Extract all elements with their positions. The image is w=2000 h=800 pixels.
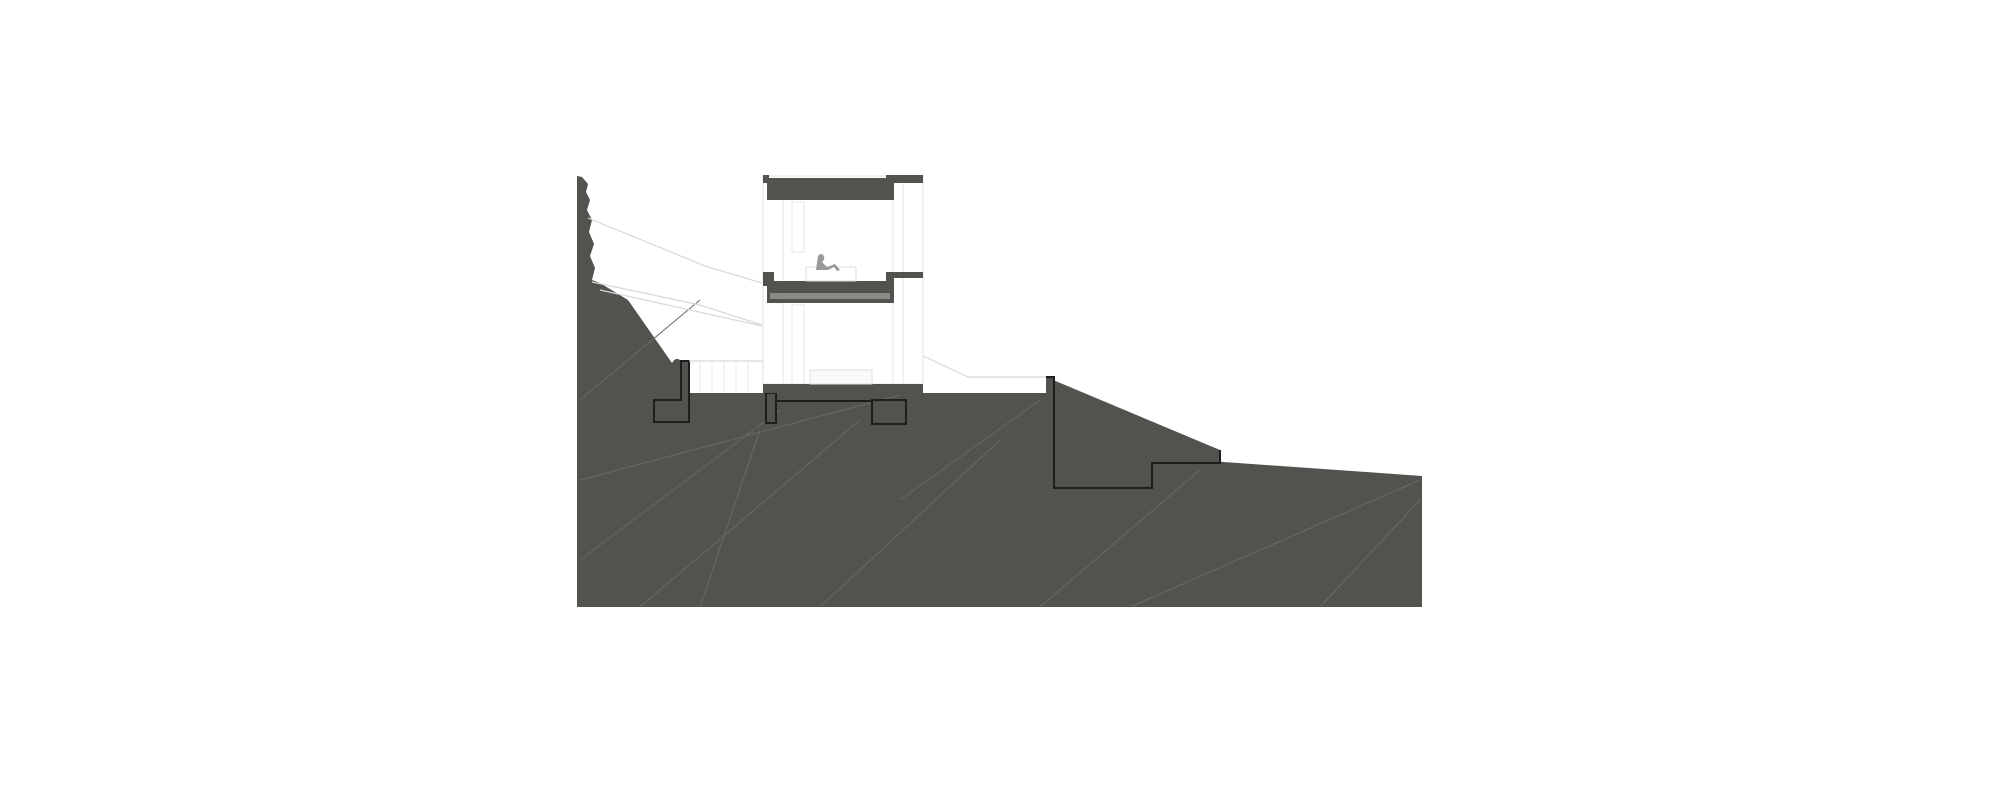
bed	[805, 266, 857, 282]
ground-floor-slab	[763, 384, 923, 393]
house-footing-right	[871, 399, 907, 425]
roof-slab	[763, 175, 923, 200]
house	[762, 175, 924, 393]
ground-mass	[577, 176, 1422, 607]
footings	[653, 360, 1221, 489]
house-footing-left	[765, 392, 777, 424]
reclining-figure-icon	[816, 254, 840, 271]
floor-inset	[770, 293, 890, 299]
right-wall-footing	[1046, 376, 1221, 489]
sofa	[809, 369, 873, 385]
ground-hatch	[579, 299, 1421, 608]
context-lines	[587, 217, 1046, 393]
